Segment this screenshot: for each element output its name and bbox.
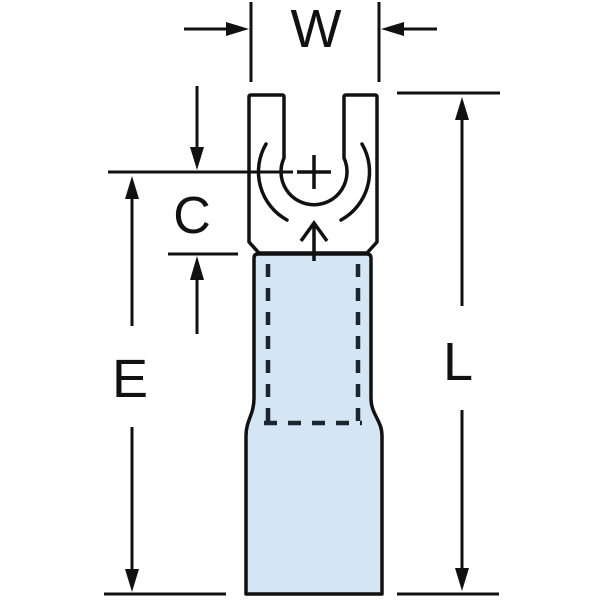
dimension-l-arrowhead-bottom bbox=[455, 568, 469, 591]
dimension-w: W bbox=[184, 0, 437, 82]
dimension-c: C bbox=[108, 86, 293, 334]
dimension-c-arrowhead-down bbox=[190, 147, 204, 170]
stud-center-mark-icon bbox=[297, 155, 331, 189]
stud-seat-arc-left bbox=[256, 142, 289, 222]
stud-seat-arc-right bbox=[339, 142, 372, 222]
dimension-e-label: E bbox=[112, 349, 148, 409]
dimension-l-label: L bbox=[443, 332, 473, 392]
dimension-e-arrowhead-top bbox=[125, 176, 139, 199]
wire-barrel-dashed-outline bbox=[264, 264, 362, 426]
fork-terminal-outline bbox=[247, 93, 379, 255]
dimension-w-label: W bbox=[291, 0, 342, 59]
terminal-drawing bbox=[244, 93, 384, 596]
dimension-l-arrowhead-top bbox=[455, 97, 469, 120]
dimension-e: E bbox=[104, 176, 226, 596]
slot-entry-arrow-icon bbox=[299, 220, 329, 261]
dimension-c-arrowhead-up bbox=[190, 256, 204, 280]
dimension-w-arrowhead-right bbox=[381, 22, 404, 36]
dimension-l: L bbox=[397, 91, 500, 596]
dimension-w-arrowhead-left bbox=[226, 22, 249, 36]
dimension-c-label: C bbox=[173, 187, 211, 245]
dimension-e-arrowhead-bottom bbox=[125, 569, 139, 592]
